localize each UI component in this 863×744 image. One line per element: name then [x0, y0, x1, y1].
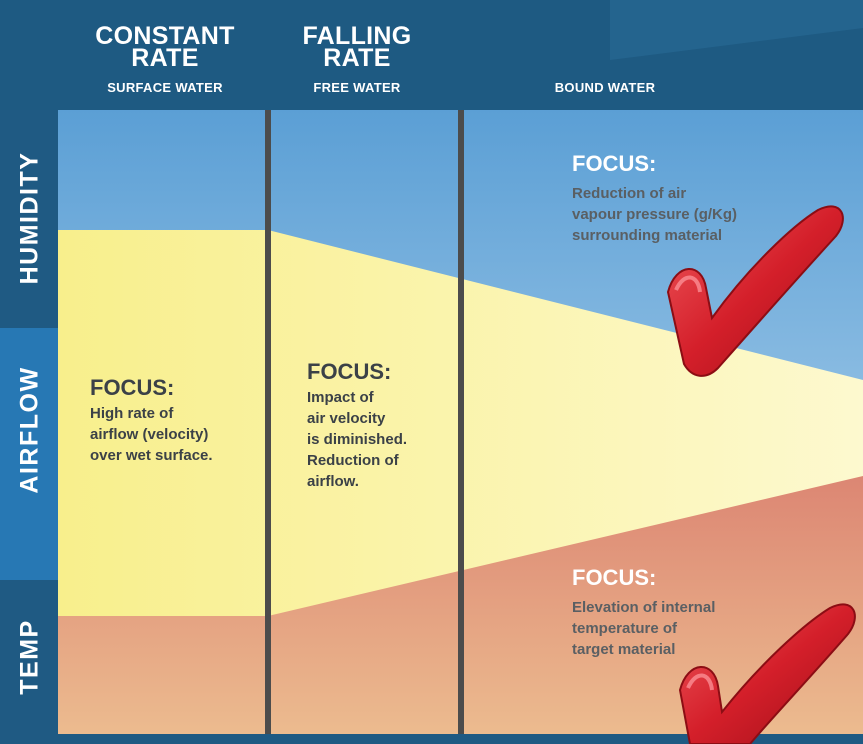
bottom-border	[0, 734, 863, 744]
falling-rate-title-line2: RATE	[323, 44, 391, 72]
falling-rate-title-line1: FALLING	[302, 22, 412, 50]
side-humidity-band	[0, 110, 58, 328]
humidity-focus: FOCUS:	[572, 152, 772, 179]
side-airflow-band	[0, 328, 58, 580]
header-decor	[610, 0, 863, 60]
free-water-label: FREE WATER	[313, 80, 401, 95]
temp-focus-line: target material	[572, 641, 676, 658]
temp-side-label: TEMP	[15, 619, 44, 695]
constant-rate-focus-heading: FOCUS:	[90, 375, 175, 400]
humidity-focus-heading: FOCUS:	[572, 151, 657, 176]
constant-rate-focus-line: airflow (velocity)	[90, 426, 209, 443]
humidity-focus-line: vapour pressure (g/Kg)	[572, 206, 738, 223]
falling-rate-focus-heading: FOCUS:	[307, 359, 392, 384]
constant-rate-focus-line: over wet surface.	[90, 447, 213, 464]
side-temp-band	[0, 580, 58, 744]
humidity-focus-line: Reduction of air	[572, 185, 687, 202]
constant-rate-title-line2: RATE	[131, 44, 199, 72]
surface-water-label: SURFACE WATER	[107, 80, 223, 95]
airflow-side-label: AIRFLOW	[15, 366, 44, 494]
constant-rate-focus-line: High rate of	[90, 405, 174, 422]
falling-rate-focus: FOCUS: Impact of air velocity is diminis…	[307, 360, 457, 492]
falling-rate-focus-line: Reduction of	[307, 452, 399, 469]
falling-rate-title: FALLING RATE	[252, 22, 462, 72]
temp-focus-line: temperature of	[572, 620, 678, 637]
temp-focus-line: Elevation of internal	[572, 599, 716, 616]
falling-rate-focus-line: Impact of	[307, 389, 374, 406]
temp-focus-body: Elevation of internal temperature of tar…	[572, 597, 772, 660]
falling-rate-focus-line: airflow.	[307, 473, 359, 490]
temp-focus: FOCUS:	[572, 566, 772, 593]
constant-rate-focus: FOCUS: High rate of airflow (velocity) o…	[90, 376, 260, 466]
divider-constant-falling	[265, 110, 271, 734]
humidity-focus-line: surrounding material	[572, 227, 723, 244]
divider-falling-bound	[458, 110, 464, 734]
checkmark-icon	[678, 603, 856, 744]
checkmark-icon	[666, 205, 844, 377]
temp-focus-heading: FOCUS:	[572, 565, 657, 590]
falling-rate-focus-line: is diminished.	[307, 431, 408, 448]
humidity-side-label: HUMIDITY	[15, 151, 44, 285]
humidity-focus-body: Reduction of air vapour pressure (g/Kg) …	[572, 183, 772, 246]
falling-rate-focus-line: air velocity	[307, 410, 386, 427]
constant-rate-title: CONSTANT RATE	[60, 22, 270, 72]
constant-rate-title-line1: CONSTANT	[95, 22, 235, 50]
bound-water-label: BOUND WATER	[554, 80, 656, 95]
